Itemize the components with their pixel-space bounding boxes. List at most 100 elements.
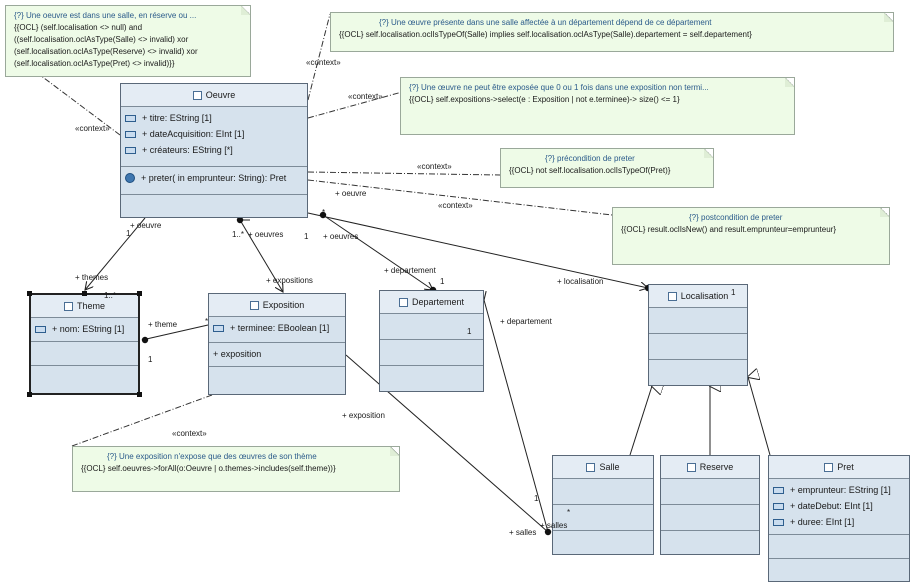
role-label: + departement	[384, 266, 436, 275]
role-label: + departement	[500, 317, 552, 326]
multiplicity-label: 1	[731, 288, 736, 297]
class-theme-attributes: + nom: EString [1]	[31, 318, 138, 342]
role-label: + theme	[148, 320, 178, 329]
attribute-icon	[125, 130, 136, 138]
class-reserve-empty-section	[661, 531, 759, 555]
class-icon	[824, 462, 834, 472]
note-title: {?} Une œuvre présente dans une salle af…	[379, 18, 712, 27]
operation-icon	[125, 173, 135, 183]
class-pret-empty-section	[769, 559, 909, 583]
note-title: {?} Une oeuvre est dans une salle, en ré…	[14, 11, 197, 20]
attribute-icon	[35, 325, 46, 333]
multiplicity-label: *	[322, 208, 326, 217]
class-salle-attributes	[553, 479, 653, 505]
class-oeuvre-operations: + preter( in emprunteur: String): Pret	[121, 167, 307, 195]
attribute-icon	[125, 114, 136, 122]
class-localisation[interactable]: Localisation	[648, 284, 748, 386]
class-salle-header: Salle	[553, 456, 653, 479]
role-label: + exposition	[342, 411, 385, 420]
class-localisation-name: Localisation	[680, 291, 729, 301]
role-label: + oeuvre	[130, 221, 162, 230]
context-label: «context»	[348, 92, 383, 101]
selection-handle[interactable]	[82, 291, 87, 296]
class-departement-empty-section	[380, 366, 483, 392]
class-icon	[192, 90, 202, 100]
class-oeuvre-name: Oeuvre	[205, 90, 236, 100]
class-pret-operations	[769, 535, 909, 559]
attribute-row[interactable]: + terminee: EBoolean [1]	[213, 320, 341, 336]
class-theme-operations	[31, 342, 138, 366]
role-label: + oeuvres	[248, 230, 284, 239]
context-label: «context»	[75, 124, 110, 133]
class-pret[interactable]: Pret + emprunteur: EString [1] + dateDeb…	[768, 455, 910, 582]
attribute-icon	[773, 502, 784, 510]
class-theme-header: Theme	[31, 295, 138, 318]
selection-handle[interactable]	[137, 291, 142, 296]
note-body: {{OCL} not self.localisation.oclIsTypeOf…	[509, 166, 671, 175]
attribute-row[interactable]: + dateAcquisition: EInt [1]	[125, 126, 303, 142]
role-label: + salles	[509, 528, 537, 537]
class-theme-name: Theme	[76, 301, 105, 311]
class-reserve[interactable]: Reserve	[660, 455, 760, 555]
class-theme[interactable]: Theme + nom: EString [1]	[29, 293, 140, 395]
class-localisation-operations	[649, 334, 747, 360]
note-title: {?} Une exposition n'expose que des œuvr…	[107, 452, 317, 461]
class-localisation-header: Localisation	[649, 285, 747, 308]
class-departement[interactable]: Departement	[379, 290, 484, 392]
multiplicity-label: 1	[148, 355, 153, 364]
class-departement-operations	[380, 340, 483, 366]
role-label: + oeuvre	[335, 189, 367, 198]
ocl-note-localisation[interactable]: {?} Une oeuvre est dans une salle, en ré…	[5, 5, 251, 77]
multiplicity-label: 1	[304, 232, 309, 241]
exposition-extra-row: + exposition	[213, 349, 262, 359]
class-exposition-name: Exposition	[262, 300, 305, 310]
class-pret-header: Pret	[769, 456, 909, 479]
ocl-note-precondition[interactable]: {?} précondition de preter {{OCL} not se…	[500, 148, 714, 188]
selection-handle[interactable]	[27, 291, 32, 296]
note-title: {?} Une œuvre ne peut être exposée que 0…	[409, 83, 709, 92]
attribute-row[interactable]: + duree: EInt [1]	[773, 514, 905, 530]
multiplicity-label: *	[205, 317, 209, 326]
attribute-icon	[773, 486, 784, 494]
selection-handle[interactable]	[137, 392, 142, 397]
class-pret-name: Pret	[837, 462, 854, 472]
multiplicity-label: 1	[534, 494, 539, 503]
attribute-row[interactable]: + dateDebut: EInt [1]	[773, 498, 905, 514]
note-title: {?} postcondition de preter	[689, 213, 783, 222]
attribute-row[interactable]: + titre: EString [1]	[125, 110, 303, 126]
attribute-icon	[125, 146, 136, 154]
multiplicity-label: 1..*	[104, 291, 117, 300]
ocl-note-exposition-theme[interactable]: {?} Une exposition n'expose que des œuvr…	[72, 446, 400, 492]
class-oeuvre[interactable]: Oeuvre + titre: EString [1] + dateAcquis…	[120, 83, 308, 218]
context-label: «context»	[438, 201, 473, 210]
operation-row[interactable]: + preter( in emprunteur: String): Pret	[125, 170, 303, 186]
ocl-note-departement[interactable]: {?} Une œuvre présente dans une salle af…	[330, 12, 894, 52]
multiplicity-label: *	[567, 508, 571, 517]
role-label: + expositions	[266, 276, 313, 285]
multiplicity-label: 1	[467, 327, 472, 336]
class-localisation-attributes	[649, 308, 747, 334]
context-label: «context»	[172, 429, 207, 438]
selection-handle[interactable]	[27, 392, 32, 397]
attribute-row[interactable]: + nom: EString [1]	[35, 321, 134, 337]
ocl-note-postcondition[interactable]: {?} postcondition de preter {{OCL} resul…	[612, 207, 890, 265]
attribute-row[interactable]: + créateurs: EString [*]	[125, 142, 303, 158]
ocl-note-expositions[interactable]: {?} Une œuvre ne peut être exposée que 0…	[400, 77, 795, 135]
class-icon	[667, 291, 677, 301]
generalizations	[629, 377, 771, 456]
note-body: {{OCL} self.localisation.oclIsTypeOf(Sal…	[339, 30, 752, 39]
class-reserve-name: Reserve	[699, 462, 734, 472]
class-oeuvre-attributes: + titre: EString [1] + dateAcquisition: …	[121, 107, 307, 167]
class-departement-header: Departement	[380, 291, 483, 314]
attribute-row[interactable]: + emprunteur: EString [1]	[773, 482, 905, 498]
role-label: + oeuvres	[323, 232, 359, 241]
class-oeuvre-header: Oeuvre	[121, 84, 307, 107]
class-exposition-attributes: + terminee: EBoolean [1]	[209, 317, 345, 343]
role-label: + localisation	[557, 277, 604, 286]
class-salle[interactable]: Salle	[552, 455, 654, 555]
class-salle-name: Salle	[599, 462, 620, 472]
class-reserve-attributes	[661, 479, 759, 505]
class-exposition[interactable]: Exposition + terminee: EBoolean [1] + ex…	[208, 293, 346, 395]
multiplicity-label: 1	[440, 277, 445, 286]
class-departement-attributes	[380, 314, 483, 340]
